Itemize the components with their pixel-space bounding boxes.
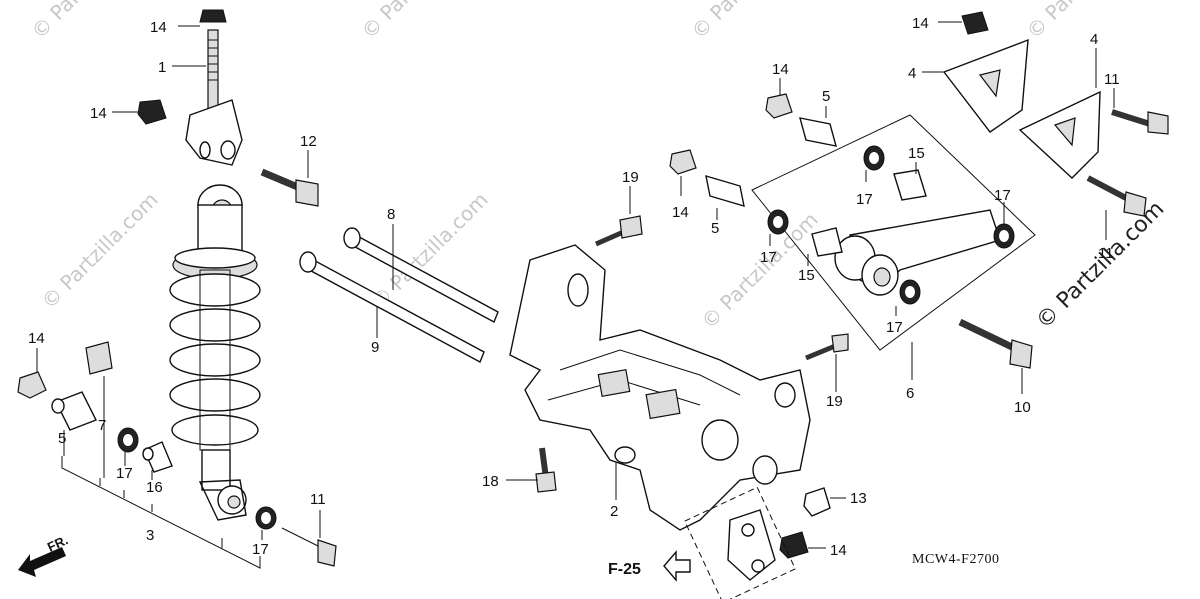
arrow-left-icon bbox=[663, 550, 691, 582]
callouts: 14 1 14 12 8 9 14 5 7 17 16 3 17 11 19 1… bbox=[28, 15, 1120, 559]
callout-17: 17 bbox=[886, 319, 903, 336]
callout-5: 5 bbox=[711, 220, 719, 237]
callout-2: 2 bbox=[610, 503, 618, 520]
callout-19: 19 bbox=[622, 169, 639, 186]
direction-label: FR. bbox=[45, 532, 70, 554]
callout-10: 10 bbox=[1014, 399, 1031, 416]
lower-right-parts bbox=[684, 486, 831, 599]
callout-1: 1 bbox=[158, 59, 166, 76]
callout-15: 15 bbox=[798, 267, 815, 284]
plates bbox=[942, 11, 1101, 179]
callout-15: 15 bbox=[908, 145, 925, 162]
callout-14: 14 bbox=[672, 204, 689, 221]
callout-5: 5 bbox=[822, 88, 830, 105]
reference-label: F-25 bbox=[608, 561, 641, 578]
left-small-parts bbox=[17, 99, 337, 567]
callout-11: 11 bbox=[1104, 71, 1120, 88]
reference-f25: F-25 bbox=[608, 550, 691, 582]
callout-14: 14 bbox=[28, 330, 45, 347]
callout-17: 17 bbox=[116, 465, 133, 482]
callout-11: 11 bbox=[310, 491, 326, 508]
callout-17: 17 bbox=[760, 249, 777, 266]
callout-8: 8 bbox=[387, 206, 395, 223]
callout-14: 14 bbox=[830, 542, 847, 559]
callout-17: 17 bbox=[856, 191, 873, 208]
direction-arrow-icon bbox=[18, 547, 66, 577]
callout-17: 17 bbox=[994, 187, 1011, 204]
callout-14: 14 bbox=[772, 61, 789, 78]
callout-5: 5 bbox=[58, 430, 66, 447]
callout-18: 18 bbox=[482, 473, 499, 490]
shock-absorber bbox=[169, 9, 261, 521]
callout-3: 3 bbox=[146, 527, 154, 544]
callout-14: 14 bbox=[150, 19, 167, 36]
callout-17: 17 bbox=[252, 541, 269, 558]
callout-7: 7 bbox=[98, 417, 106, 434]
callout-9: 9 bbox=[371, 339, 379, 356]
callout-14: 14 bbox=[90, 105, 107, 122]
watermark-text: © Partzilla.com bbox=[1022, 0, 1148, 44]
leader-lines bbox=[36, 21, 1115, 569]
callout-6: 6 bbox=[906, 385, 914, 402]
watermark-text: © Partzilla.com bbox=[687, 0, 813, 44]
watermark-text: © Partzilla.com bbox=[1032, 197, 1170, 335]
watermark-text: © Partzilla.com bbox=[27, 0, 153, 44]
watermark-text: © Partzilla.com bbox=[357, 0, 483, 44]
right-bolts bbox=[958, 109, 1169, 369]
linkage-assembly bbox=[669, 93, 1036, 351]
watermark-text: © Partzilla.com bbox=[37, 187, 163, 313]
diagram-code: MCW4-F2700 bbox=[912, 552, 999, 567]
callout-13: 13 bbox=[850, 490, 867, 507]
callout-4: 4 bbox=[908, 65, 916, 82]
callout-19: 19 bbox=[826, 393, 843, 410]
callout-11: 11 bbox=[1098, 245, 1114, 262]
callout-16: 16 bbox=[146, 479, 163, 496]
long-bolts bbox=[299, 227, 499, 363]
callout-14: 14 bbox=[912, 15, 929, 32]
callout-12: 12 bbox=[300, 133, 317, 150]
center-bracket bbox=[509, 215, 849, 531]
callout-4: 4 bbox=[1090, 31, 1098, 48]
front-direction-indicator: FR. bbox=[18, 532, 70, 577]
